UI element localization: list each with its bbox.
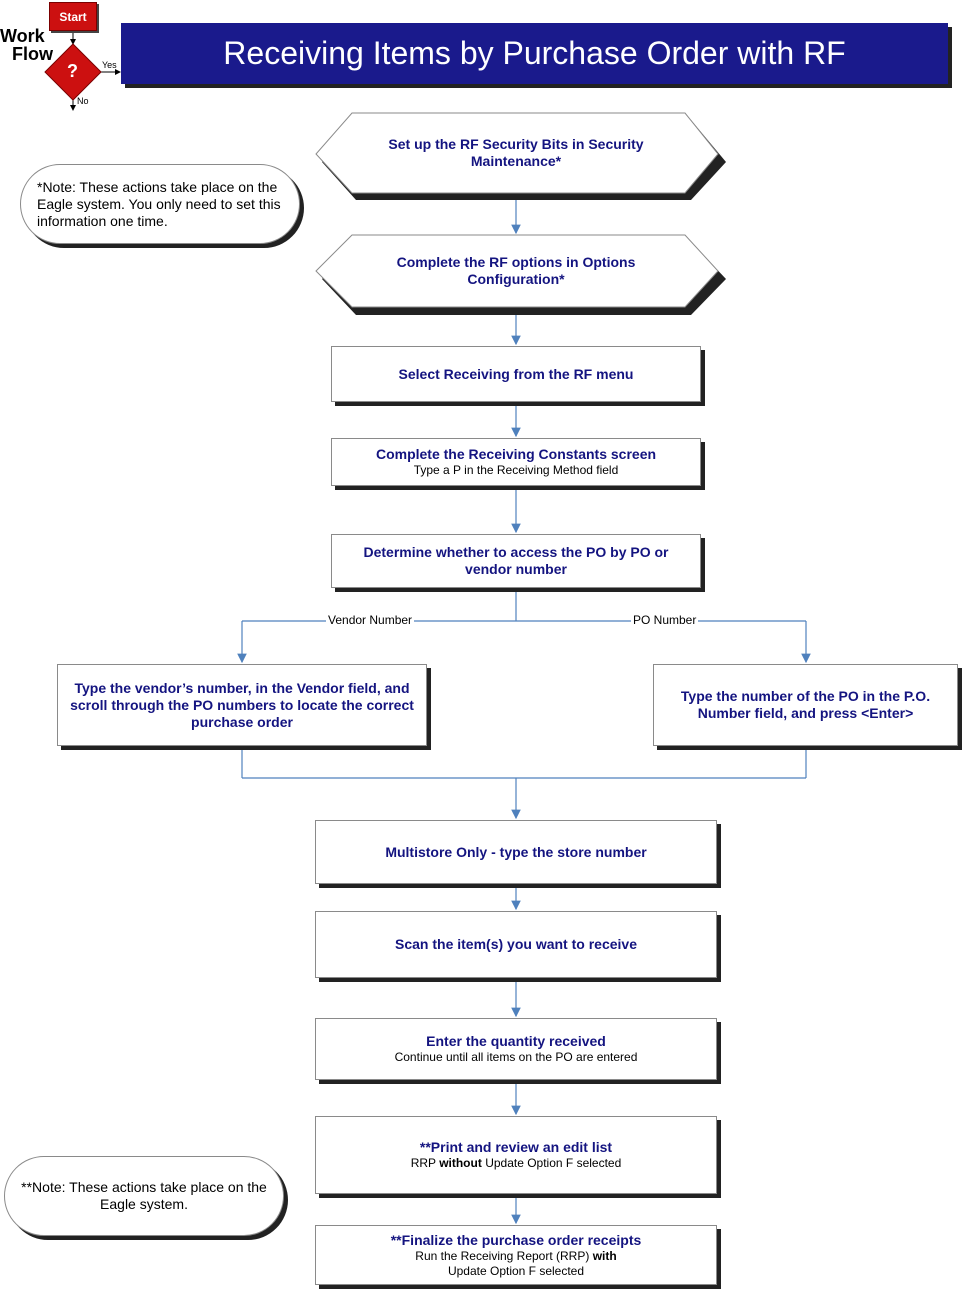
decision-diamond-icon	[44, 43, 102, 101]
start-badge: Start	[49, 2, 97, 31]
step-po-number-text: Type the number of the PO in the P.O. Nu…	[680, 688, 931, 721]
step-scan-text: Scan the item(s) you want to receive	[395, 936, 637, 952]
step-receiving-constants: Complete the Receiving Constants screen …	[331, 438, 701, 486]
step-multistore: Multistore Only - type the store number	[315, 820, 717, 884]
step-options: Complete the RF options in Options Confi…	[396, 254, 636, 287]
step-receiving-constants-title: Complete the Receiving Constants screen	[375, 446, 657, 462]
step-quantity: Enter the quantity received Continue unt…	[315, 1018, 717, 1080]
step-finalize-title: **Finalize the purchase order receipts	[390, 1231, 642, 1248]
note-bottom: **Note: These actions take place on the …	[4, 1156, 284, 1236]
yes-label: Yes	[102, 60, 117, 70]
step-finalize-sub-line2: Update Option F selected	[447, 1263, 585, 1278]
step-print-edit-list: **Print and review an edit list RRP with…	[315, 1116, 717, 1194]
start-label: Start	[59, 9, 87, 24]
step-vendor-number-text: Type the vendor’s number, in the Vendor …	[70, 679, 414, 730]
step-determine: Determine whether to access the PO by PO…	[331, 534, 701, 588]
step-po-number: Type the number of the PO in the P.O. Nu…	[653, 664, 958, 746]
step-print-sub: RRP without Update Option F selected	[410, 1156, 622, 1170]
step-quantity-title: Enter the quantity received	[426, 1033, 606, 1049]
step-vendor-number: Type the vendor’s number, in the Vendor …	[57, 664, 427, 746]
no-label: No	[77, 96, 89, 106]
logo-flow-text: Flow	[12, 44, 53, 64]
step-quantity-sub: Continue until all items on the PO are e…	[394, 1050, 638, 1064]
note-top: *Note: These actions take place on the E…	[20, 164, 300, 244]
note-bottom-text: **Note: These actions take place on the …	[21, 1179, 267, 1212]
step-receiving-constants-sub: Type a P in the Receiving Method field	[413, 463, 619, 477]
options-hexagon	[315, 234, 719, 308]
logo-work-text: Work	[0, 26, 45, 46]
step-select-receiving: Select Receiving from the RF menu	[331, 346, 701, 402]
step-multistore-text: Multistore Only - type the store number	[385, 843, 647, 860]
branch-vendor-label: Vendor Number	[326, 613, 415, 627]
step-security: Set up the RF Security Bits in Security …	[388, 136, 644, 169]
step-select-receiving-text: Select Receiving from the RF menu	[398, 365, 634, 382]
step-scan: Scan the item(s) you want to receive	[315, 911, 717, 978]
question-mark: ?	[67, 61, 78, 81]
step-determine-text: Determine whether to access the PO by PO…	[363, 544, 669, 577]
step-print-title: **Print and review an edit list	[419, 1139, 613, 1155]
branch-po-label: PO Number	[631, 613, 699, 627]
note-top-text: *Note: These actions take place on the E…	[37, 178, 281, 229]
step-finalize-sub-line1: Run the Receiving Report (RRP) with	[415, 1248, 617, 1263]
security-hexagon	[315, 112, 719, 194]
step-finalize: **Finalize the purchase order receipts R…	[315, 1225, 717, 1285]
page-title: Receiving Items by Purchase Order with R…	[223, 35, 846, 71]
title-bar: Receiving Items by Purchase Order with R…	[121, 23, 948, 84]
